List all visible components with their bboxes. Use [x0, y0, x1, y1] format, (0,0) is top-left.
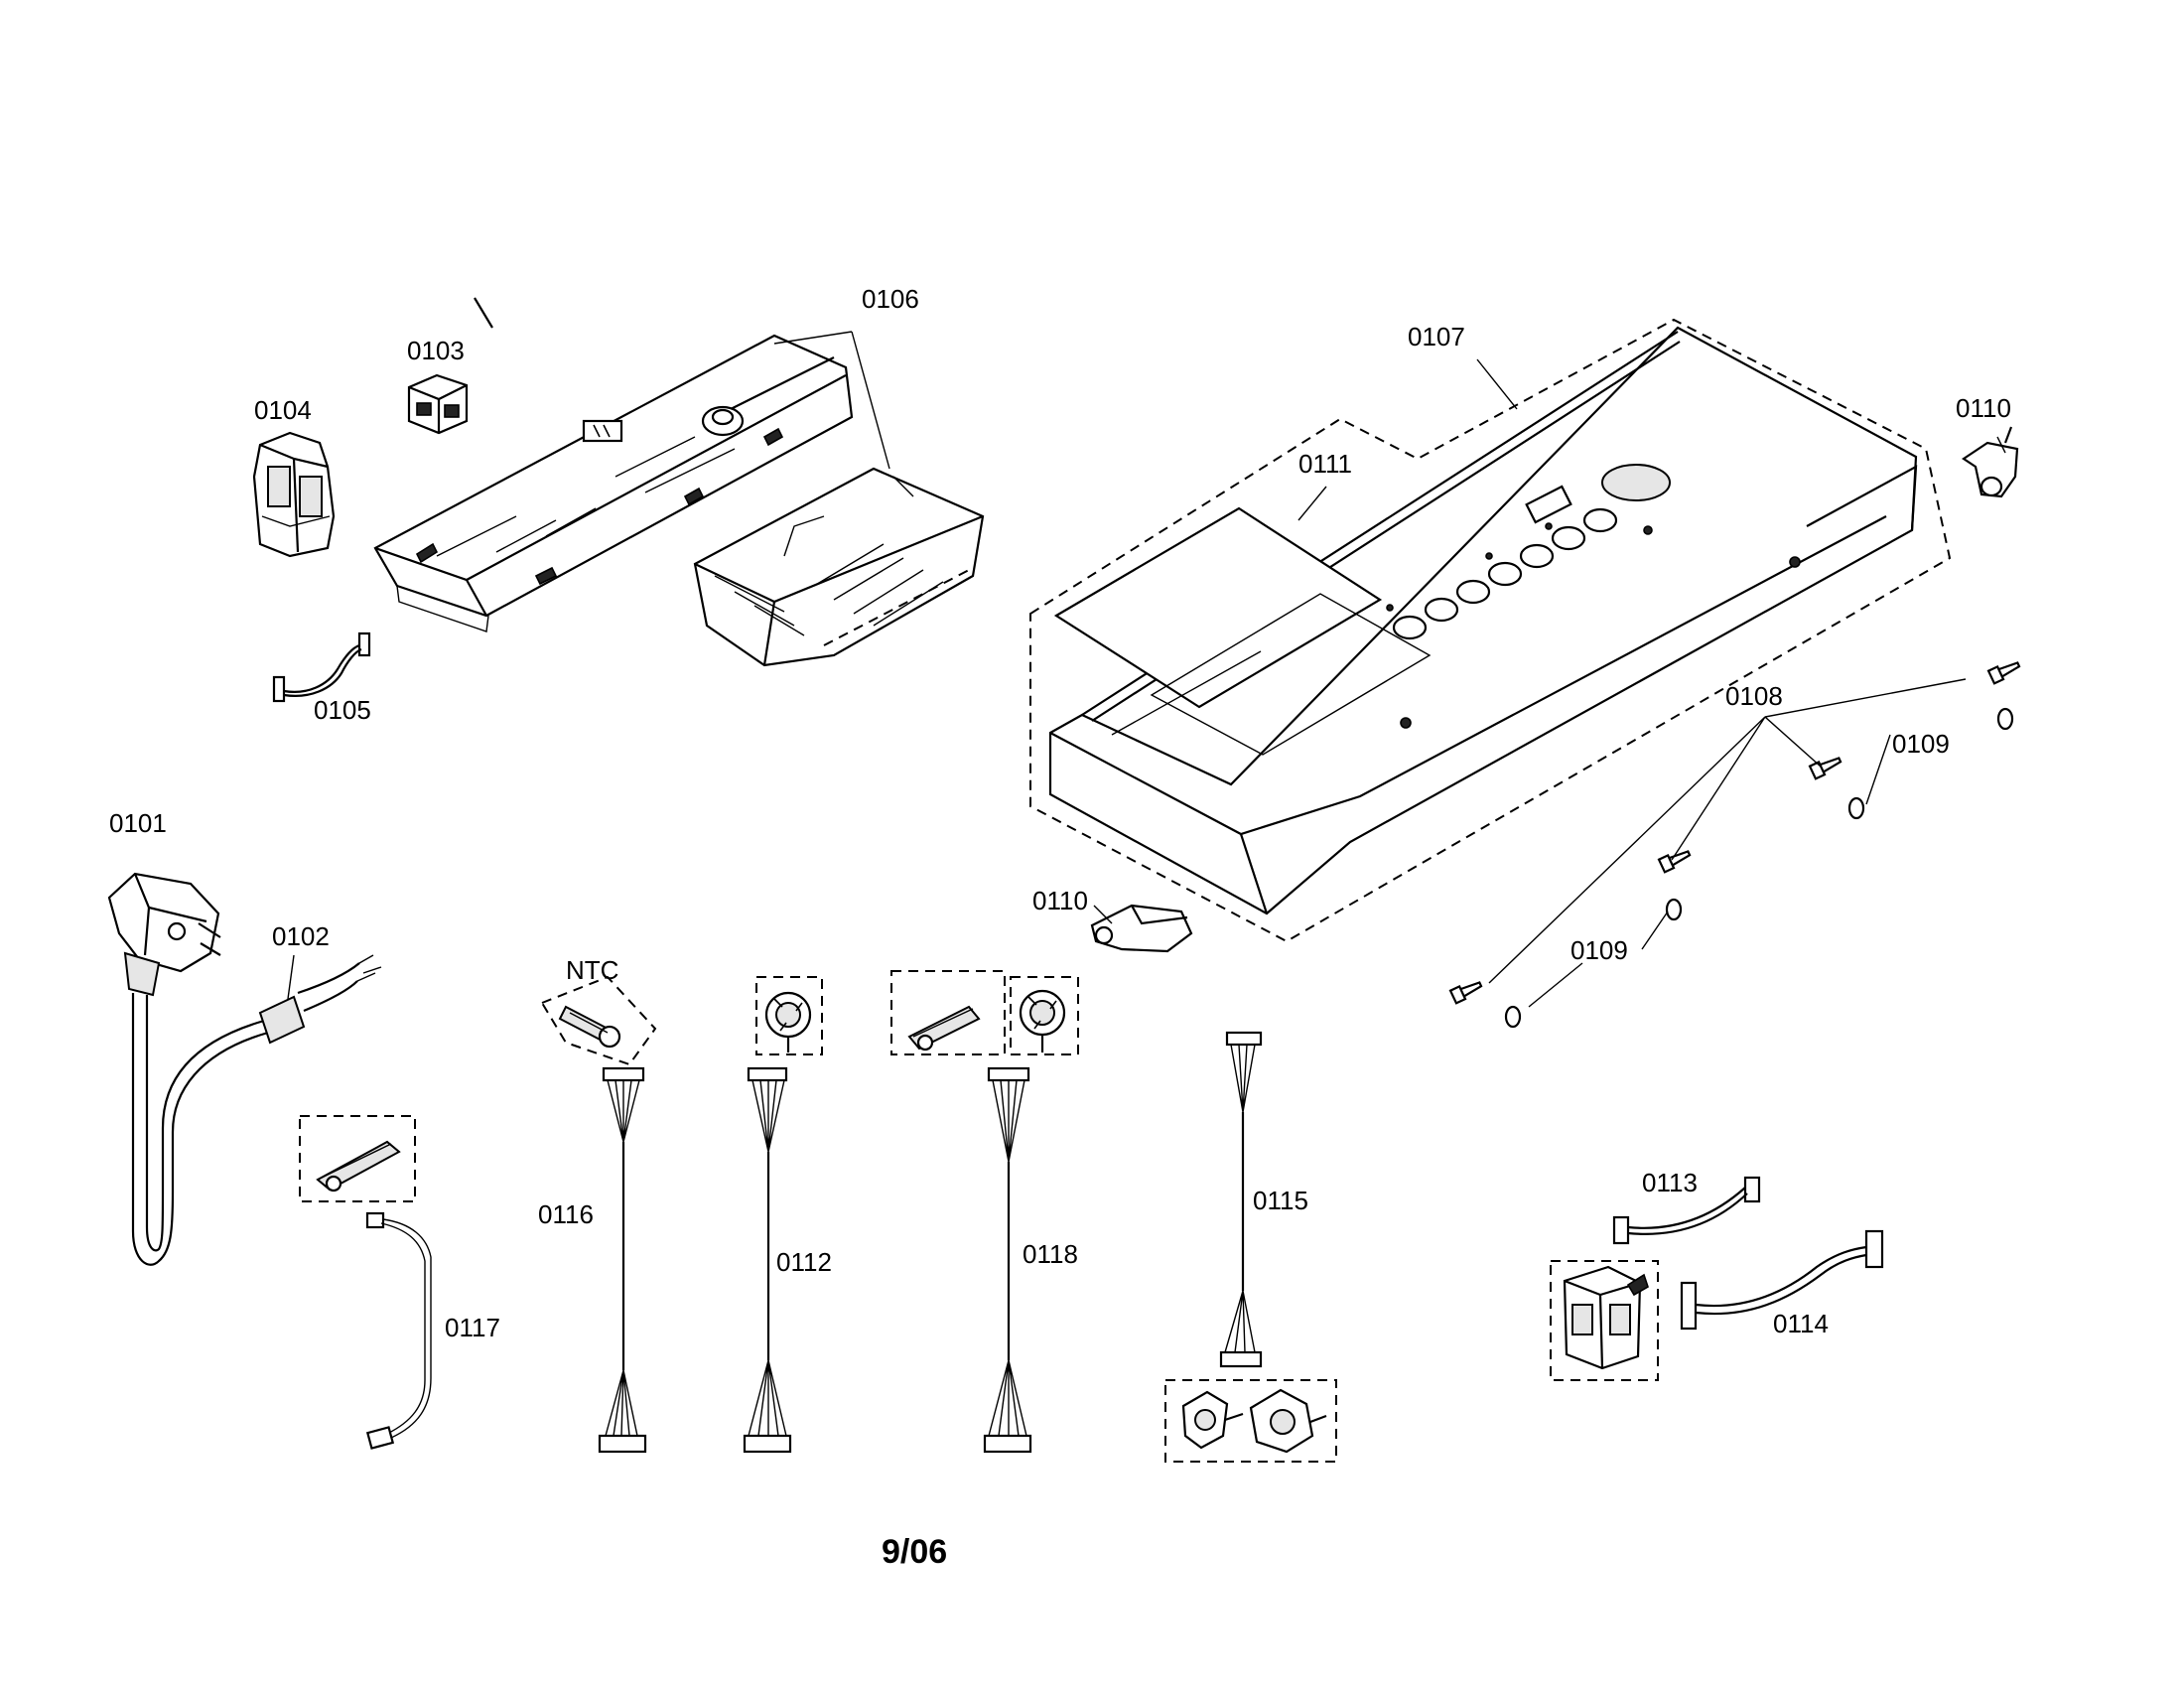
label-0109-lower: 0109 — [1570, 935, 1628, 965]
part-0106-control-module — [373, 297, 854, 632]
label-0110-right: 0110 — [1956, 393, 2011, 423]
label-0102: 0102 — [272, 921, 330, 951]
date-code: 9/06 — [882, 1533, 947, 1571]
part-pressure-switch-0118 — [1010, 976, 1079, 1055]
label-0111: 0111 — [1298, 449, 1352, 479]
part-0117-harness — [365, 1211, 432, 1450]
label-0110-left: 0110 — [1032, 886, 1088, 915]
part-0110-clip-right — [1962, 426, 2019, 498]
label-0104: 0104 — [254, 395, 312, 425]
label-0101: 0101 — [109, 808, 167, 838]
part-ntc-sensor — [540, 975, 657, 1066]
label-0117: 0117 — [445, 1313, 500, 1342]
label-0114: 0114 — [1773, 1309, 1829, 1338]
part-0112-harness — [743, 1066, 792, 1454]
label-0107: 0107 — [1408, 322, 1465, 351]
part-0105-wire — [272, 632, 371, 703]
part-0101-power-plug — [107, 872, 269, 1266]
part-0115-valves — [1164, 1379, 1337, 1463]
label-0109-upper: 0109 — [1892, 729, 1950, 759]
part-0111-overlay — [1053, 506, 1432, 756]
part-0114-door-lock — [1550, 1260, 1659, 1381]
part-0102-cable — [258, 954, 382, 1045]
label-0115: 0115 — [1253, 1186, 1308, 1215]
leader-lines — [287, 331, 2006, 1008]
part-0107-panel — [1048, 326, 1918, 915]
part-0108-screws — [1448, 661, 2021, 1005]
part-0114-wire — [1680, 1229, 1884, 1331]
part-0107-panel-outline — [1029, 318, 1952, 943]
label-0112: 0112 — [776, 1247, 832, 1277]
part-0115-harness — [1219, 1031, 1263, 1368]
label-0108: 0108 — [1725, 681, 1783, 711]
part-pressure-switch-0112 — [755, 976, 823, 1055]
part-heater-0118 — [890, 970, 1006, 1055]
label-0105: 0105 — [314, 695, 371, 725]
part-labels: 0106 0103 0104 0105 0107 0110 0111 0108 … — [109, 284, 2011, 1571]
part-0109-washers — [1504, 707, 2014, 1029]
part-0113-wire — [1612, 1176, 1761, 1245]
part-0106-tray — [693, 467, 985, 667]
label-ntc: NTC — [566, 955, 618, 985]
part-0104-module — [252, 431, 336, 558]
label-0116: 0116 — [538, 1199, 594, 1229]
label-0106: 0106 — [862, 284, 919, 314]
part-0116-harness — [598, 1066, 647, 1454]
part-0110-clip-left — [1090, 904, 1193, 953]
label-0103: 0103 — [407, 336, 465, 365]
part-0117-heater — [299, 1115, 416, 1202]
part-0103-cube — [407, 373, 469, 435]
label-0118: 0118 — [1023, 1239, 1078, 1269]
label-0113: 0113 — [1642, 1168, 1698, 1197]
part-0118-harness — [983, 1066, 1032, 1454]
